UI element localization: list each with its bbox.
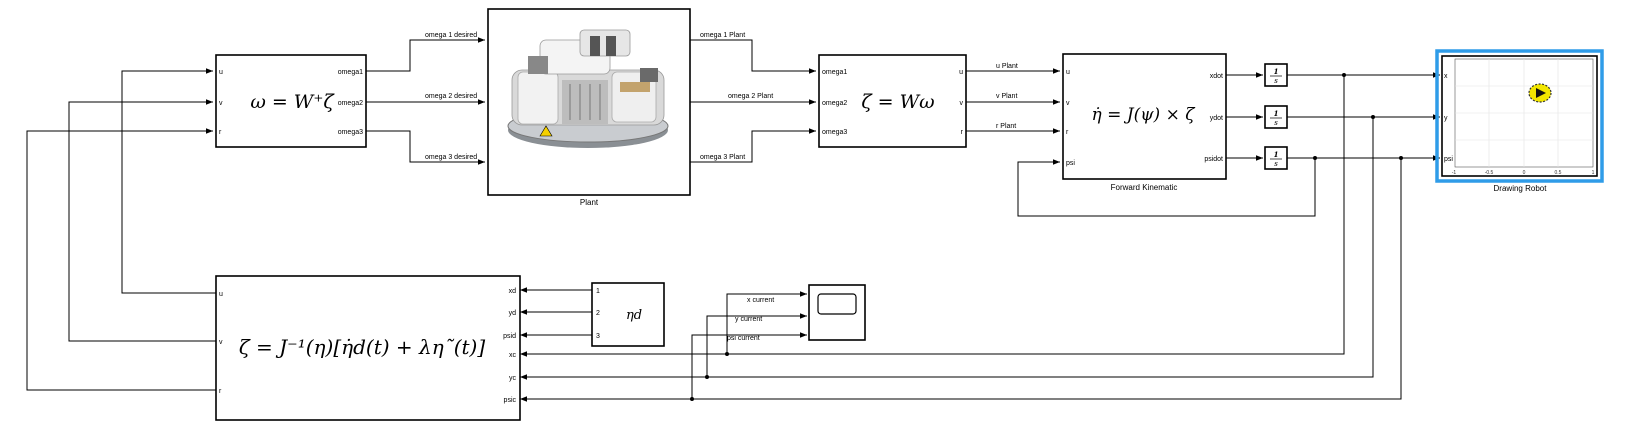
port-ydot: ydot xyxy=(1210,115,1223,122)
port-fk-u: u xyxy=(1066,69,1070,76)
port-yd: yd xyxy=(509,310,517,317)
label-psi-current: psi current xyxy=(727,335,760,342)
ref-port-3: 3 xyxy=(596,333,600,340)
port-r-out: r xyxy=(961,129,964,136)
reference-symbol: ηd xyxy=(626,308,642,323)
port-v: v xyxy=(219,100,223,107)
integrator-y-den: s xyxy=(1274,119,1278,127)
port-xdot: xdot xyxy=(1210,73,1223,80)
integrator-psi-den: s xyxy=(1274,160,1278,168)
port-psic: psic xyxy=(504,397,517,404)
port-xd: xd xyxy=(509,288,517,295)
label-omega3-plant: omega 3 Plant xyxy=(700,154,745,161)
port-r: r xyxy=(219,129,222,136)
port-ctrl-u: u xyxy=(219,291,223,298)
port-fk-psi: psi xyxy=(1066,160,1075,167)
port-fk-r: r xyxy=(1066,129,1069,136)
port-omega3-in: omega3 xyxy=(822,129,847,136)
port-psidot: psidot xyxy=(1204,156,1223,163)
robot-plot: -1 -0.5 0 0.5 1 xyxy=(1452,58,1595,176)
plant-caption: Plant xyxy=(580,198,599,207)
x-tick-4: 1 xyxy=(1592,170,1595,176)
port-robot-x: x xyxy=(1444,73,1448,80)
port-fk-v: v xyxy=(1066,100,1070,107)
label-omega1-desired: omega 1 desired xyxy=(425,32,477,39)
port-yc: yc xyxy=(509,375,517,382)
robot-image xyxy=(507,29,669,148)
label-y-current: y current xyxy=(735,316,762,323)
port-omega3: omega3 xyxy=(338,129,363,136)
ref-port-1: 1 xyxy=(596,288,600,295)
integrator-x[interactable]: 1 s xyxy=(1264,63,1288,87)
x-tick-1: -0.5 xyxy=(1485,170,1494,176)
wire-xc[interactable] xyxy=(520,75,1345,357)
drawing-robot-block[interactable]: -1 -0.5 0 0.5 1 x y psi Drawing Robot xyxy=(1435,49,1604,193)
ref-port-2: 2 xyxy=(596,310,600,317)
port-omega2-in: omega2 xyxy=(822,100,847,107)
port-omega1: omega1 xyxy=(338,69,363,76)
wire-psic[interactable] xyxy=(520,158,1402,402)
port-robot-y: y xyxy=(1444,115,1448,122)
port-v-out: v xyxy=(960,100,964,107)
forward-kinematic-block[interactable]: u v r psi xdot ydot psidot η̇ = J(ψ) × ζ… xyxy=(1062,53,1227,192)
plant-block[interactable]: Plant xyxy=(487,8,691,207)
port-omega1-in: omega1 xyxy=(822,69,847,76)
scope-screen xyxy=(817,293,857,315)
wire-omega3-desired[interactable] xyxy=(366,130,485,165)
label-r-plant: r Plant xyxy=(996,123,1016,130)
label-x-current: x current xyxy=(747,297,774,304)
wire-psi-feedback[interactable] xyxy=(1017,158,1316,217)
port-psid: psid xyxy=(503,333,516,340)
integrator-x-num: 1 xyxy=(1274,67,1279,76)
integrator-y-num: 1 xyxy=(1274,109,1279,118)
robot-marker xyxy=(1528,83,1552,103)
wire-omega1-desired[interactable] xyxy=(366,37,485,72)
x-tick-3: 0.5 xyxy=(1555,170,1562,176)
drawing-robot-caption: Drawing Robot xyxy=(1494,184,1548,193)
selection-highlight xyxy=(1435,49,1604,183)
wire-omega3-plant[interactable] xyxy=(690,128,816,163)
label-omega3-desired: omega 3 desired xyxy=(425,154,477,161)
wire-yc[interactable] xyxy=(520,117,1374,380)
controller-block[interactable]: u v r xd yd psid xc yc psic ζ = J⁻¹(η)[η… xyxy=(215,275,521,421)
label-omega1-plant: omega 1 Plant xyxy=(700,32,745,39)
label-omega2-plant: omega 2 Plant xyxy=(728,93,773,100)
forward-kin-caption: Forward Kinematic xyxy=(1111,183,1178,192)
port-robot-psi: psi xyxy=(1444,156,1453,163)
port-u-out: u xyxy=(959,69,963,76)
port-ctrl-v: v xyxy=(219,339,223,346)
x-tick-0: -1 xyxy=(1452,170,1457,176)
scope-block[interactable] xyxy=(808,284,866,341)
inverse-kin-equation: ω = W⁺ζ xyxy=(250,91,335,113)
port-ctrl-r: r xyxy=(219,388,222,395)
port-omega2: omega2 xyxy=(338,100,363,107)
inverse-kinematic-block[interactable]: u v r omega1 omega2 omega3 ω = W⁺ζ xyxy=(215,54,367,148)
integrator-x-den: s xyxy=(1274,77,1278,85)
wheel-kinematic-block[interactable]: omega1 omega2 omega3 u v r ζ = Wω xyxy=(818,54,967,148)
label-v-plant: v Plant xyxy=(996,93,1017,100)
wire-y-current[interactable] xyxy=(706,313,807,377)
integrator-psi[interactable]: 1 s xyxy=(1264,146,1288,170)
integrator-psi-num: 1 xyxy=(1274,150,1279,159)
integrator-y[interactable]: 1 s xyxy=(1264,105,1288,129)
label-omega2-desired: omega 2 desired xyxy=(425,93,477,100)
wire-psi-current[interactable] xyxy=(691,332,807,399)
wire-x-current[interactable] xyxy=(726,291,807,354)
controller-equation: ζ = J⁻¹(η)[η̇d(t) + λη˜(t)] xyxy=(239,335,485,359)
x-tick-2: 0 xyxy=(1523,170,1526,176)
label-u-plant: u Plant xyxy=(996,63,1018,70)
wire-omega1-plant[interactable] xyxy=(690,39,816,74)
port-xc: xc xyxy=(509,352,517,359)
reference-block[interactable]: 1 2 3 ηd xyxy=(591,282,665,347)
signal-labels: omega 1 desired omega 2 desired omega 3 … xyxy=(425,32,1018,342)
forward-kin-equation: η̇ = J(ψ) × ζ xyxy=(1092,105,1197,125)
wheel-kin-equation: ζ = Wω xyxy=(861,91,934,113)
port-u: u xyxy=(219,69,223,76)
